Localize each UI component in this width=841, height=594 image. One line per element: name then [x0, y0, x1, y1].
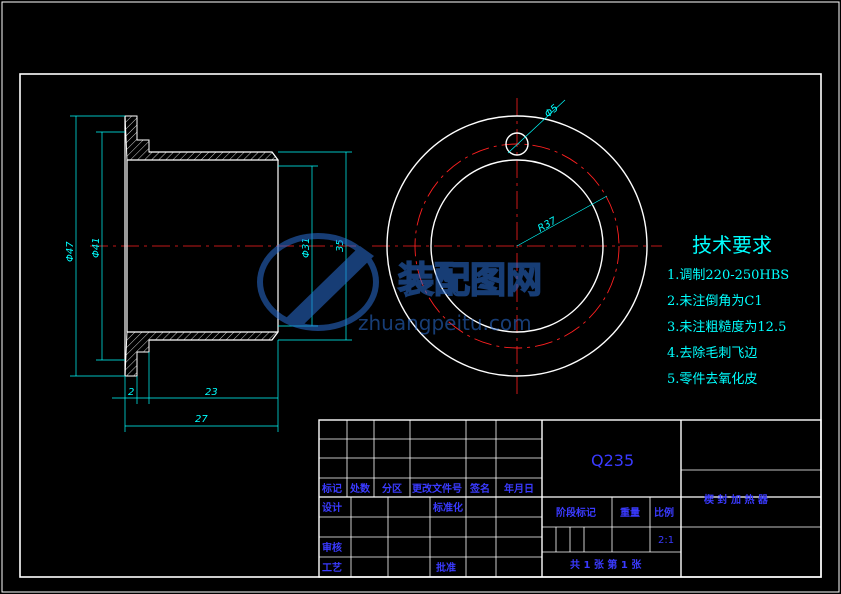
scale-value: 2:1: [658, 535, 674, 546]
bottom-wall-hatch: [124, 331, 279, 377]
label-approve: 批准: [436, 561, 456, 574]
title-block-text: Q235 楔 封 加 热 器 标记 处数 分区 更改文件号 签名 年月日 设计 …: [321, 451, 769, 574]
label-review: 审核: [322, 541, 342, 554]
hdr-mark: 标记: [321, 482, 342, 495]
section-view: Φ47 Φ41 Φ31 35 2 23 27: [65, 115, 360, 432]
outer-circle: [386, 115, 648, 377]
tech-item-3: 3.未注粗糙度为12.5: [667, 319, 786, 335]
sheet-count: 共 1 张 第 1 张: [570, 558, 642, 571]
watermark-url: zhuangpeitu.com: [358, 311, 532, 335]
hdr-change-doc: 更改文件号: [412, 482, 462, 495]
hdr-sign: 签名: [469, 482, 490, 495]
watermark-logo-swoosh: [286, 246, 374, 328]
small-hole: [505, 132, 529, 156]
tech-item-2: 2.未注倒角为C1: [667, 294, 763, 309]
dim-w2: 2: [128, 387, 134, 398]
label-weight: 重量: [620, 506, 640, 519]
dim-d31: Φ31: [301, 237, 312, 258]
tech-title: 技术要求: [692, 233, 772, 257]
dim-d47: Φ47: [65, 241, 76, 262]
label-design: 设计: [322, 501, 342, 514]
tech-item-1: 1.调制220-250HBS: [667, 268, 789, 283]
top-wall-hatch: [124, 115, 279, 161]
watermark-logo: [257, 233, 379, 331]
material: Q235: [591, 451, 634, 470]
part-name: 楔 封 加 热 器: [704, 493, 769, 506]
label-process: 工艺: [322, 561, 342, 574]
inner-circle: [430, 159, 604, 333]
end-view: Φ5 R37: [372, 98, 662, 394]
title-block: [318, 419, 822, 578]
dim-d41: Φ41: [91, 237, 102, 258]
tech-requirements: 技术要求 1.调制220-250HBS 2.未注倒角为C1 3.未注粗糙度为12…: [667, 233, 789, 387]
bolt-circle: [414, 143, 620, 349]
watermark-cn: 装配图网: [398, 259, 542, 301]
label-standard: 标准化: [432, 501, 463, 514]
label-stage-mark: 阶段标记: [556, 506, 596, 519]
hdr-zone: 分区: [382, 482, 402, 495]
hdr-count: 处数: [349, 482, 371, 495]
hdr-date: 年月日: [504, 482, 534, 495]
dim-w23: 23: [205, 387, 218, 398]
dim-r37: R37: [536, 215, 559, 234]
dim-h35: 35: [335, 239, 346, 252]
tech-item-4: 4.去除毛刺飞边: [667, 346, 757, 361]
watermark: 装配图网 zhuangpeitu.com: [257, 233, 543, 335]
label-scale: 比例: [654, 506, 674, 519]
dim-w27: 27: [195, 414, 208, 425]
tech-item-5: 5.零件去氧化皮: [667, 372, 757, 387]
